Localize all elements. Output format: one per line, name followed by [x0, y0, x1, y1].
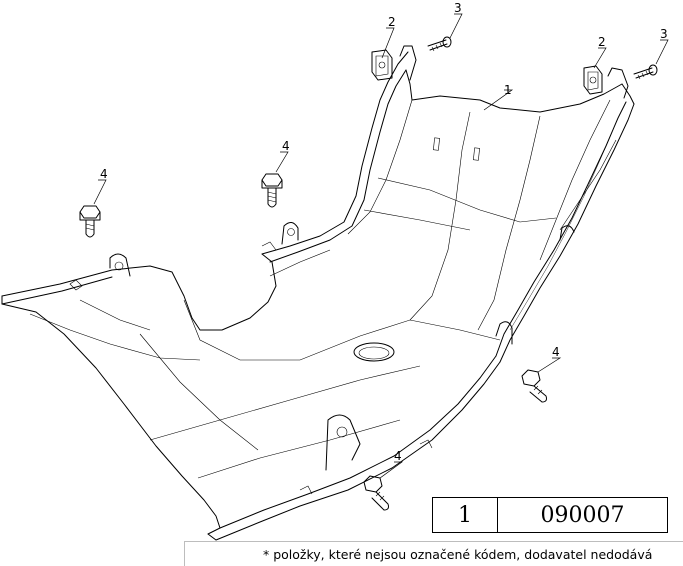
callout-4-bottom: 4 [394, 449, 402, 463]
callout-4-upper-mid: 4 [282, 139, 290, 153]
clip-left [371, 49, 393, 81]
callout-leaders [93, 13, 669, 479]
callout-2-left: 2 [388, 15, 396, 29]
supplier-note: * položky, které nejsou označené kódem, … [184, 541, 683, 566]
screw-right [633, 64, 658, 80]
bolt-upper-left [79, 205, 101, 238]
part-code: 090007 [540, 502, 625, 528]
callout-2-right: 2 [598, 35, 606, 49]
callout-3-left: 3 [454, 1, 462, 15]
bolt-right [521, 369, 547, 403]
callout-4-right: 4 [552, 345, 560, 359]
callout-4-upper-left: 4 [100, 167, 108, 181]
callout-1: 1 [504, 83, 512, 97]
callout-3-right: 3 [660, 27, 668, 41]
bolt-bottom [363, 475, 389, 511]
floor-panel [1, 45, 635, 541]
part-code-box: 1 090007 [432, 497, 668, 533]
part-quantity: 1 [433, 498, 498, 532]
clip-right [583, 65, 603, 95]
screw-left [427, 36, 452, 52]
bolt-upper-mid [261, 173, 283, 208]
